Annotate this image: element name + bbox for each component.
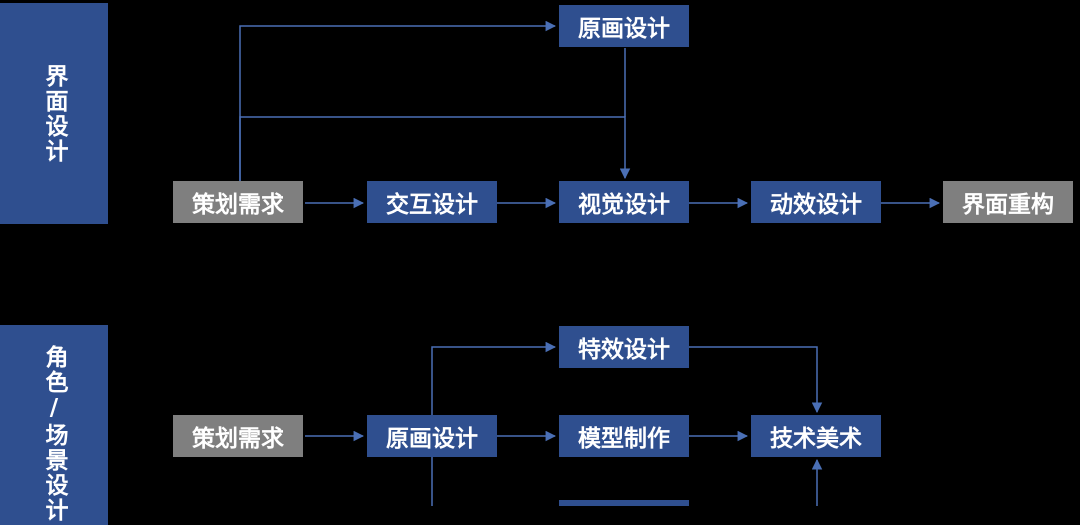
edge-plan-to-art (239, 20, 557, 181)
node-model-making: 模型制作 (559, 415, 689, 457)
node-ui-rebuild: 界面重构 (943, 181, 1073, 223)
node-plan-top: 策划需求 (173, 181, 303, 223)
node-interaction-design: 交互设计 (367, 181, 497, 223)
section-label-role-text: 角色/场景设计 (41, 345, 67, 523)
edge-plan-to-visual (239, 116, 631, 181)
node-tech-art: 技术美术 (751, 415, 881, 457)
node-art-design-top: 原画设计 (559, 5, 689, 47)
node-visual-design: 视觉设计 (559, 181, 689, 223)
node-art-design-bottom: 原画设计 (367, 415, 497, 457)
node-partial-bottom (559, 500, 689, 506)
node-plan-bottom: 策划需求 (173, 415, 303, 457)
node-vfx-design: 特效设计 (559, 326, 689, 368)
section-label-ui: 界面设计 (0, 3, 108, 224)
edge-art2-to-vfx (431, 341, 557, 415)
section-label-ui-text: 界面设计 (41, 63, 67, 164)
section-label-role-scene: 角色/场景设计 (0, 325, 108, 525)
node-motion-design: 动效设计 (751, 181, 881, 223)
edge-vfx-to-tech (689, 346, 823, 414)
flow-connectors (239, 20, 941, 506)
